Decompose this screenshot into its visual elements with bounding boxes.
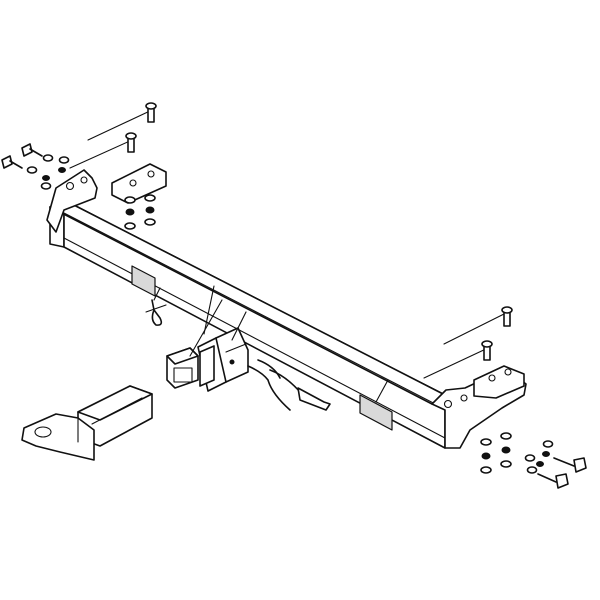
bolt	[125, 132, 137, 153]
washer	[144, 218, 156, 226]
bracket-hole	[65, 181, 75, 191]
washer	[124, 196, 136, 204]
bracket-hole	[80, 176, 88, 184]
bracket-hole	[443, 399, 453, 409]
bolt	[481, 340, 493, 361]
nut	[42, 175, 50, 181]
nut	[542, 451, 550, 457]
receiver-hitch	[197, 327, 249, 392]
nut	[125, 208, 135, 216]
ball-hole	[34, 426, 52, 438]
nut	[501, 446, 511, 454]
washer	[26, 166, 38, 174]
right-mounting-bracket	[431, 365, 527, 449]
guide-arrow	[153, 287, 161, 301]
washer	[542, 440, 554, 448]
washer	[58, 156, 70, 164]
nut	[58, 167, 66, 173]
cable-harness	[247, 359, 331, 411]
bolt	[537, 473, 569, 489]
right-guide-lines	[375, 311, 509, 403]
washer	[500, 432, 512, 440]
washer	[40, 182, 52, 190]
hitch-pin-clip	[145, 287, 167, 326]
washer	[144, 194, 156, 202]
nut	[145, 206, 155, 214]
bolt	[501, 306, 513, 327]
left-guide-lines	[69, 109, 247, 341]
tow-ball-mount	[21, 385, 153, 461]
right-hardware-kit	[480, 306, 587, 489]
bolt	[21, 143, 43, 157]
left-hardware-kit	[1, 102, 157, 230]
washer	[42, 154, 54, 162]
bolt	[1, 155, 23, 169]
hitch-adapter-insert	[166, 299, 223, 389]
left-mounting-bracket	[46, 163, 167, 233]
washer	[124, 222, 136, 230]
nut	[536, 461, 544, 467]
washer	[480, 438, 492, 446]
bracket-hole	[460, 394, 468, 402]
left-label-plate	[131, 265, 156, 297]
washer	[524, 454, 536, 462]
washer	[480, 466, 492, 474]
washer	[526, 466, 538, 474]
guide-arrow	[189, 299, 223, 357]
right-label-plate	[359, 394, 393, 431]
tow-bar-crossmember	[49, 199, 446, 449]
nut	[481, 452, 491, 460]
bolt	[145, 102, 157, 123]
bolt	[553, 457, 587, 473]
washer	[500, 460, 512, 468]
